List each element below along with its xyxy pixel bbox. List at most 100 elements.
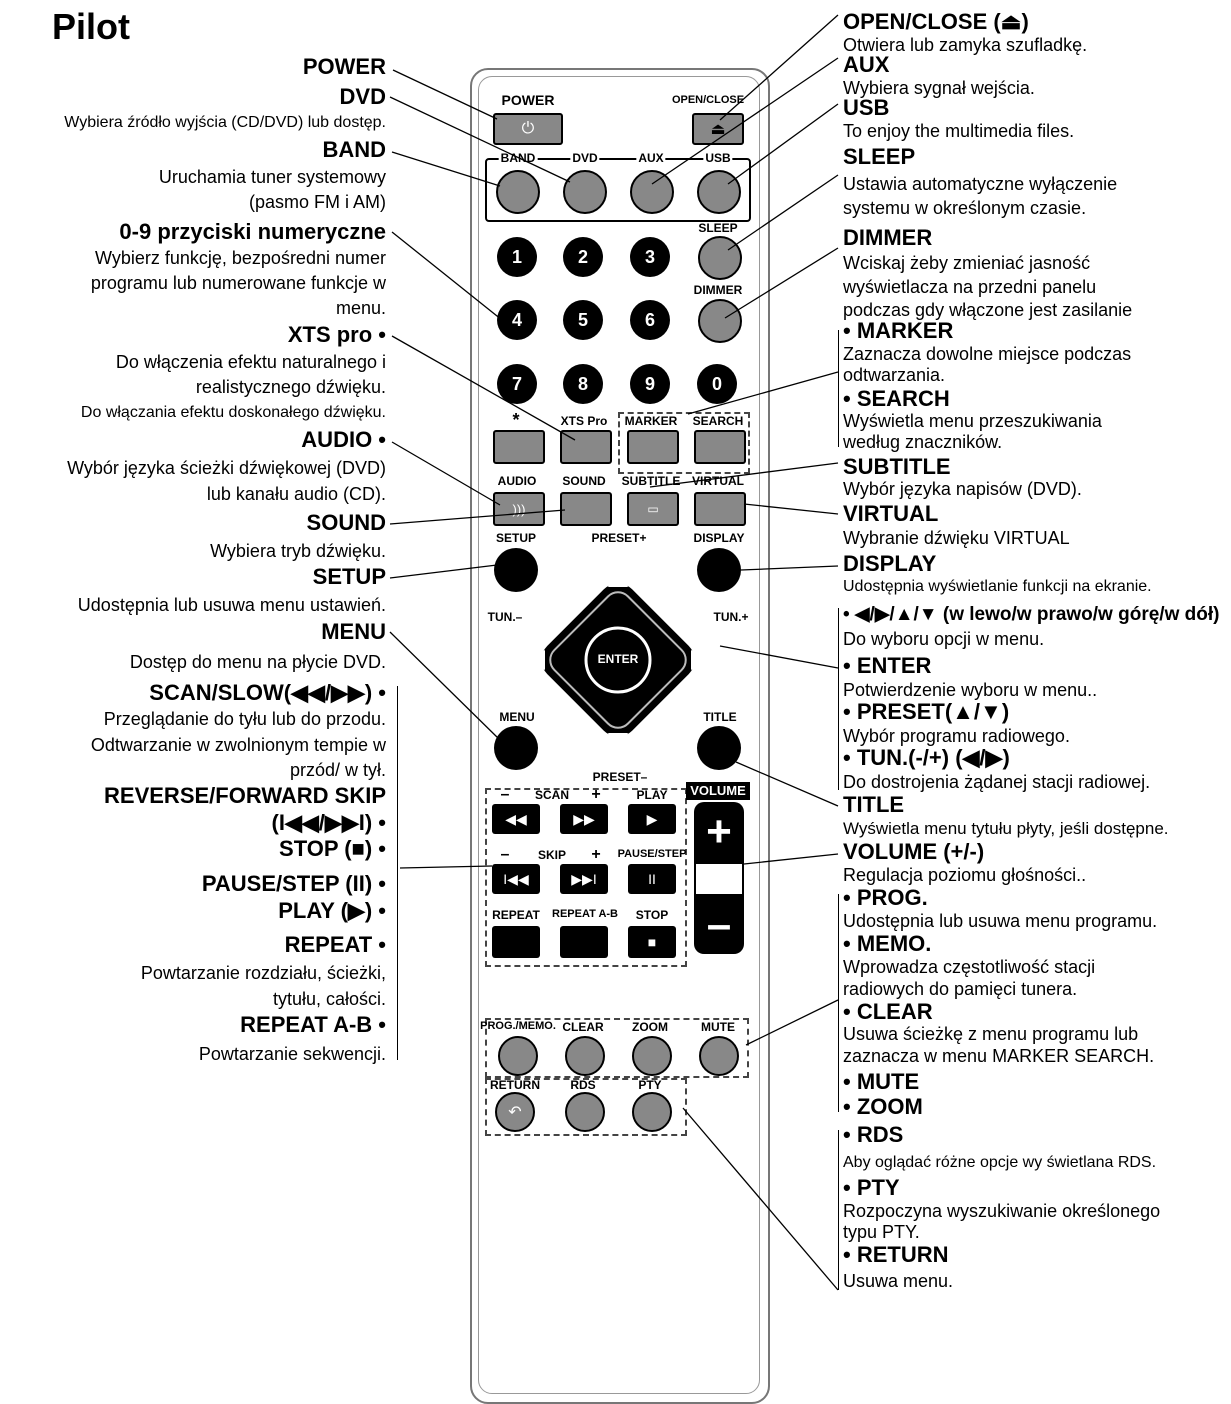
label-open-close: OPEN/CLOSE (⏏)	[843, 9, 1029, 34]
remote-mute-button[interactable]	[699, 1036, 739, 1076]
label-return: • RETURN	[843, 1242, 949, 1267]
desc-audio-1: Wybór języka ścieżki dźwiękowej (DVD)	[67, 458, 386, 478]
label-play: PLAY (▶) •	[278, 898, 386, 923]
desc-xts-1: Do włączenia efektu naturalnego i	[115, 352, 386, 372]
label-zoom: • ZOOM	[843, 1094, 923, 1119]
line-numeric	[391, 231, 503, 321]
remote-mute-label: MUTE	[701, 1020, 735, 1034]
remote-clear-label: CLEAR	[562, 1020, 604, 1034]
label-volume: VOLUME (+/-)	[843, 839, 985, 864]
remote-open-close-button[interactable]: ⏏	[692, 113, 744, 145]
remote-num-8[interactable]: 8	[563, 364, 603, 404]
desc-scan-3: przód/ w tył.	[289, 760, 386, 780]
desc-memo-1: Wprowadza częstotliwość stacji	[843, 957, 1096, 977]
desc-repeat-2: tytułu, całości.	[272, 989, 386, 1009]
line-transport	[399, 865, 493, 869]
remote-num-5[interactable]: 5	[563, 300, 603, 340]
remote-repeat-button[interactable]	[492, 926, 540, 958]
remote-dimmer-button[interactable]	[698, 299, 742, 343]
desc-enter: Potwierdzenie wyboru w menu..	[843, 680, 1098, 700]
desc-tun: Do dostrojenia żądanej stacji radiowej.	[843, 772, 1151, 792]
desc-search-1: Wyświetla menu przeszukiwania	[843, 411, 1102, 431]
remote-skip-plus-label: +	[591, 846, 601, 863]
desc-memo-2: radiowych do pamięci tunera.	[843, 979, 1078, 999]
remote-play-label: PLAY	[636, 788, 668, 802]
desc-marker-2: odtwarzania.	[843, 365, 946, 385]
remote-dvd-button[interactable]	[563, 170, 607, 214]
remote-pty-button[interactable]	[632, 1092, 672, 1132]
label-tun: • TUN.(-/+) (◀/▶)	[843, 745, 1010, 770]
remote-enter-label: ENTER	[597, 652, 639, 666]
desc-aux: Wybiera sygnał wejścia.	[843, 78, 1035, 98]
line-xts	[391, 335, 576, 441]
power-icon: ⏻	[521, 120, 535, 137]
remote-stop-button[interactable]: ■	[628, 926, 676, 958]
remote-sleep-button[interactable]	[698, 236, 742, 280]
eject-icon: ⏏	[710, 121, 726, 138]
remote-aux-button[interactable]	[630, 170, 674, 214]
remote-marker-button[interactable]	[627, 430, 679, 464]
pause-icon: II	[648, 871, 656, 887]
remote-xts-button[interactable]	[560, 430, 612, 464]
remote-subtitle-button[interactable]: ▭	[627, 492, 679, 526]
remote-zoom-button[interactable]	[632, 1036, 672, 1076]
desc-search-2: według znaczników.	[843, 432, 1003, 452]
remote-sound-button[interactable]	[560, 492, 612, 526]
remote-num-2[interactable]: 2	[563, 237, 603, 277]
remote-band-button[interactable]	[496, 170, 540, 214]
remote-clear-button[interactable]	[565, 1036, 605, 1076]
volume-divider	[696, 864, 742, 894]
remote-num-9[interactable]: 9	[630, 364, 670, 404]
nav-left-arrow[interactable]	[529, 650, 545, 670]
label-skip-2: (I◀◀/▶▶I) •	[271, 810, 386, 835]
desc-dimmer-1: Wciskaj żeby zmieniać jasność	[843, 253, 1091, 273]
desc-repeat-ab: Powtarzanie sekwencji.	[198, 1044, 386, 1064]
remote-forward-button[interactable]: ▶▶	[560, 804, 608, 834]
remote-skip-back-button[interactable]: I◀◀	[492, 864, 540, 894]
remote-usb-button[interactable]	[697, 170, 741, 214]
remote-num-1[interactable]: 1	[497, 237, 537, 277]
line-rds	[682, 1107, 839, 1291]
remote-return-button[interactable]: ↶	[495, 1092, 535, 1132]
remote-play-button[interactable]: ▶	[628, 804, 676, 834]
remote-virtual-button[interactable]	[694, 492, 746, 526]
nav-right-arrow[interactable]	[691, 650, 707, 670]
enter-button[interactable]	[584, 626, 652, 694]
remote-audio-button[interactable]: )))	[493, 492, 545, 526]
remote-menu-button[interactable]	[494, 726, 538, 770]
remote-skip-forward-button[interactable]: ▶▶I	[560, 864, 608, 894]
remote-num-0[interactable]: 0	[697, 364, 737, 404]
remote-power-button[interactable]: ⏻	[493, 113, 563, 145]
desc-clear-2: zaznacza w menu MARKER SEARCH.	[843, 1046, 1155, 1066]
remote-num-4[interactable]: 4	[497, 300, 537, 340]
line-subtitle	[649, 462, 839, 488]
remote-prog-memo-button[interactable]	[498, 1036, 538, 1076]
remote-num-6[interactable]: 6	[630, 300, 670, 340]
desc-sound: Wybiera tryb dźwięku.	[210, 541, 386, 561]
remote-star-button[interactable]	[493, 430, 545, 464]
remote-setup-button[interactable]	[494, 548, 538, 592]
remote-volume-up-button[interactable]: +	[706, 807, 732, 856]
line-sleep	[727, 174, 839, 251]
label-audio: AUDIO •	[301, 427, 386, 452]
desc-title: Wyświetla menu tytułu płyty, jeśli dostę…	[843, 819, 1169, 838]
remote-volume-down-button[interactable]: –	[706, 900, 732, 949]
remote-num-7[interactable]: 7	[497, 364, 537, 404]
nav-up-arrow[interactable]	[608, 569, 628, 587]
remote-display-button[interactable]	[697, 548, 741, 592]
desc-volume: Regulacja poziomu głośności..	[843, 865, 1087, 885]
remote-title-button[interactable]	[697, 726, 741, 770]
remote-rds-button[interactable]	[565, 1092, 605, 1132]
nav-down-arrow[interactable]	[608, 733, 628, 751]
remote-search-button[interactable]	[694, 430, 746, 464]
remote-pause-button[interactable]: II	[628, 864, 676, 894]
nav-pad	[529, 569, 707, 751]
remote-marker-label: MARKER	[624, 414, 678, 428]
desc-prog: Udostępnia lub usuwa menu programu.	[843, 911, 1158, 931]
remote-volume-label: VOLUME	[686, 782, 750, 800]
remote-rewind-button[interactable]: ◀◀	[492, 804, 540, 834]
remote-prog-memo-label: PROG./MEMO.	[480, 1020, 556, 1032]
remote-repeat-ab-button[interactable]	[560, 926, 608, 958]
remote-num-3[interactable]: 3	[630, 237, 670, 277]
label-prog: • PROG.	[843, 885, 928, 910]
